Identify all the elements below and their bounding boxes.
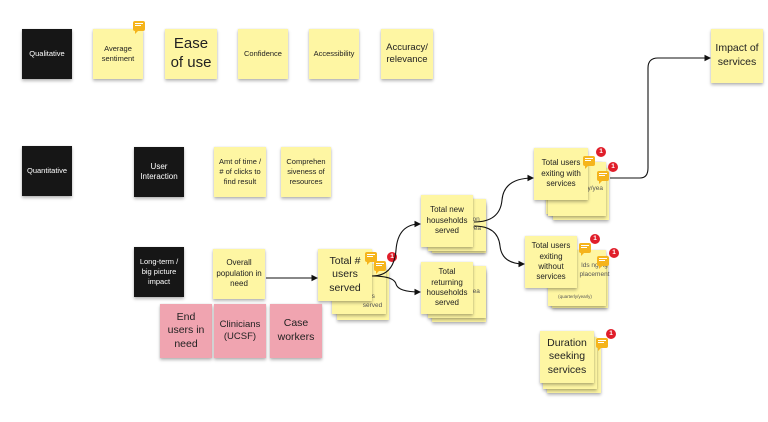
note-overall-population[interactable]: Overall population in need bbox=[213, 249, 265, 299]
comment-icon[interactable] bbox=[133, 21, 145, 34]
note-duration-seeking[interactable]: Duration seeking services bbox=[540, 331, 594, 383]
category-long-term[interactable]: Long-term / big picture impact bbox=[134, 247, 184, 297]
notification-badge[interactable]: 1 bbox=[387, 252, 397, 262]
arrow-served-to-returning[interactable] bbox=[371, 275, 422, 296]
note-end-users[interactable]: End users in need bbox=[160, 304, 212, 358]
comment-icon[interactable] bbox=[583, 156, 595, 169]
note-text: Total users exiting without services bbox=[531, 241, 571, 282]
note-text: Total users exiting with services bbox=[541, 158, 581, 189]
note-text: Ease of use bbox=[170, 35, 212, 71]
note-clinicians[interactable]: Clinicians (UCSF) bbox=[214, 304, 266, 358]
note-text: Accuracy/ relevance bbox=[386, 41, 428, 65]
note-case-workers[interactable]: Case workers bbox=[270, 304, 322, 358]
arrow-served-to-new[interactable] bbox=[371, 220, 422, 277]
comment-icon[interactable] bbox=[374, 261, 386, 274]
note-text: Confidence bbox=[244, 48, 282, 58]
peek-text: lds ng ng placement bbox=[579, 262, 610, 278]
peek-text: (quarterly/yearly) bbox=[558, 294, 592, 300]
comment-icon[interactable] bbox=[365, 252, 377, 265]
note-total-users-exiting-without[interactable]: Total users exiting without services bbox=[525, 236, 577, 288]
note-text: Total new households served bbox=[426, 205, 468, 236]
note-text: Total returning households served bbox=[426, 267, 468, 308]
note-text: Impact of services bbox=[715, 42, 759, 68]
note-amt-of-time[interactable]: Amt of time / # of clicks to find result bbox=[214, 147, 266, 197]
peek-text: g ea bbox=[467, 287, 480, 295]
category-label: User Interaction bbox=[140, 161, 178, 181]
note-text: Duration seeking services bbox=[547, 336, 587, 376]
note-stack-peek-bottom[interactable]: (quarterly/yearly) bbox=[546, 290, 604, 304]
peek-text: ly/yea bbox=[586, 184, 603, 192]
category-label: Qualitative bbox=[29, 48, 65, 58]
note-text: Total # users served bbox=[329, 254, 361, 294]
category-label: Long-term / big picture impact bbox=[139, 256, 179, 287]
arrow-new-to-with[interactable] bbox=[473, 174, 535, 223]
note-average-sentiment[interactable]: Average sentiment bbox=[93, 29, 143, 79]
comment-icon[interactable] bbox=[579, 243, 591, 256]
category-quantitative[interactable]: Quantitative bbox=[22, 146, 72, 196]
comment-icon[interactable] bbox=[596, 338, 608, 351]
note-ease-of-use[interactable]: Ease of use bbox=[165, 29, 217, 79]
note-text: Accessibility bbox=[313, 48, 355, 58]
note-text: Amt of time / # of clicks to find result bbox=[218, 156, 262, 187]
note-text: Average sentiment bbox=[101, 43, 135, 63]
note-total-users-served[interactable]: Total # users served bbox=[318, 249, 372, 301]
note-text: Comprehen siveness of resources bbox=[286, 156, 326, 187]
arrow-new-to-without[interactable] bbox=[473, 225, 526, 268]
notification-badge[interactable]: 1 bbox=[606, 329, 616, 339]
note-total-new-households[interactable]: Total new households served bbox=[421, 195, 473, 247]
notification-badge[interactable]: 1 bbox=[590, 234, 600, 244]
note-total-users-exiting-with[interactable]: Total users exiting with services bbox=[534, 148, 588, 200]
note-total-returning-households[interactable]: Total returning households served bbox=[421, 262, 473, 314]
comment-icon[interactable] bbox=[597, 256, 609, 269]
note-accuracy-relevance[interactable]: Accuracy/ relevance bbox=[381, 29, 433, 79]
note-impact-of-services[interactable]: Impact of services bbox=[711, 29, 763, 83]
note-comprehensiveness[interactable]: Comprehen siveness of resources bbox=[281, 147, 331, 197]
note-confidence[interactable]: Confidence bbox=[238, 29, 288, 79]
category-qualitative[interactable]: Qualitative bbox=[22, 29, 72, 79]
category-user-interaction[interactable]: User Interaction bbox=[134, 147, 184, 197]
note-accessibility[interactable]: Accessibility bbox=[309, 29, 359, 79]
notification-badge[interactable]: 1 bbox=[596, 147, 606, 157]
arrow-with-to-impact[interactable] bbox=[610, 54, 712, 179]
peek-text: ls served bbox=[362, 293, 383, 310]
note-text: Overall population in need bbox=[216, 258, 262, 289]
note-text: End users in need bbox=[167, 310, 205, 350]
category-label: Quantitative bbox=[26, 165, 68, 175]
comment-icon[interactable] bbox=[597, 171, 609, 184]
note-text: Clinicians (UCSF) bbox=[219, 318, 261, 342]
note-text: Case workers bbox=[277, 317, 315, 343]
notification-badge[interactable]: 1 bbox=[609, 248, 619, 258]
notification-badge[interactable]: 1 bbox=[608, 162, 618, 172]
